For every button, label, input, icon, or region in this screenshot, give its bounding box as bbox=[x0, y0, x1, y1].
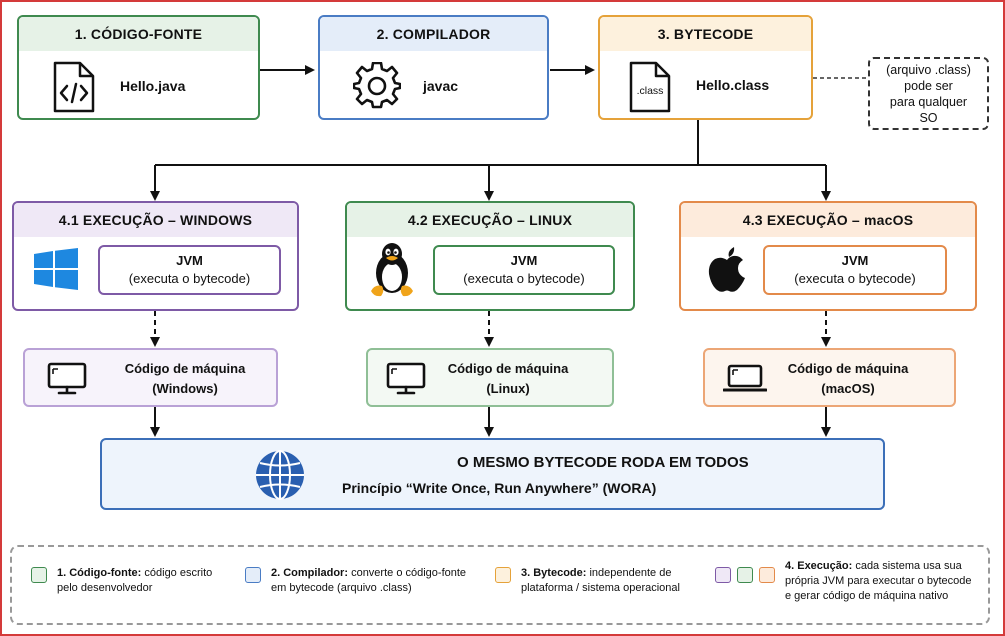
jvm-linux-box: JVM (executa o bytecode) bbox=[433, 245, 615, 295]
bytecode-portability-note: (arquivo .class) pode ser para qualquer … bbox=[868, 57, 989, 130]
legend-swatch-green bbox=[31, 567, 47, 583]
code-file-icon bbox=[53, 61, 95, 113]
monitor-icon bbox=[47, 362, 87, 395]
class-file-icon bbox=[629, 61, 671, 113]
source-code-title: 1. CÓDIGO-FONTE bbox=[19, 17, 258, 51]
tux-penguin-icon bbox=[371, 243, 413, 297]
globe-icon bbox=[256, 450, 304, 500]
legend-swatch-red-orange bbox=[759, 567, 775, 583]
wora-title: O MESMO BYTECODE RODA EM TODOS bbox=[457, 454, 749, 471]
laptop-icon bbox=[723, 364, 767, 392]
legend-swatch-blue bbox=[245, 567, 261, 583]
execution-linux-title: 4.2 EXECUÇÃO – LINUX bbox=[347, 203, 633, 237]
source-file-name: Hello.java bbox=[120, 78, 186, 94]
bytecode-file-name: Hello.class bbox=[696, 77, 770, 93]
compiler-title: 2. COMPILADOR bbox=[320, 17, 547, 51]
wora-subtitle: Princípio “Write Once, Run Anywhere” (WO… bbox=[342, 480, 657, 496]
machine-code-macos-text: Código de máquina (macOS) bbox=[787, 361, 909, 396]
apple-logo-icon bbox=[708, 247, 745, 292]
execution-macos-title: 4.3 EXECUÇÃO – macOS bbox=[681, 203, 975, 237]
legend-swatch-purple bbox=[715, 567, 731, 583]
legend-swatch-green-2 bbox=[737, 567, 753, 583]
machine-code-windows-box: Código de máquina (Windows) bbox=[23, 348, 278, 407]
machine-code-macos-box: Código de máquina (macOS) bbox=[703, 348, 956, 407]
monitor-icon bbox=[386, 362, 426, 395]
gear-icon bbox=[353, 62, 401, 109]
execution-linux-box: 4.2 EXECUÇÃO – LINUX JVM (executa o byte… bbox=[345, 201, 635, 311]
execution-macos-box: 4.3 EXECUÇÃO – macOS JVM (executa o byte… bbox=[679, 201, 977, 311]
bytecode-box: 3. BYTECODE .class Hello.class bbox=[598, 15, 813, 120]
machine-code-linux-text: Código de máquina (Linux) bbox=[447, 361, 569, 396]
compiler-tool-name: javac bbox=[423, 78, 459, 94]
legend-swatch-orange bbox=[495, 567, 511, 583]
source-code-box: 1. CÓDIGO-FONTE Hello.java bbox=[17, 15, 260, 120]
compiler-box: 2. COMPILADOR javac bbox=[318, 15, 549, 120]
machine-code-windows-text: Código de máquina (Windows) bbox=[124, 361, 246, 396]
bytecode-title: 3. BYTECODE bbox=[600, 17, 811, 51]
execution-windows-title: 4.1 EXECUÇÃO – WINDOWS bbox=[14, 203, 297, 237]
wora-result-box: O MESMO BYTECODE RODA EM TODOS Princípio… bbox=[100, 438, 885, 510]
execution-windows-box: 4.1 EXECUÇÃO – WINDOWS JVM (executa o by… bbox=[12, 201, 299, 311]
machine-code-linux-box: Código de máquina (Linux) bbox=[366, 348, 614, 407]
jvm-windows-box: JVM (executa o bytecode) bbox=[98, 245, 281, 295]
class-file-badge: .class bbox=[636, 85, 664, 97]
jvm-macos-box: JVM (executa o bytecode) bbox=[763, 245, 947, 295]
windows-logo-icon bbox=[34, 248, 78, 290]
